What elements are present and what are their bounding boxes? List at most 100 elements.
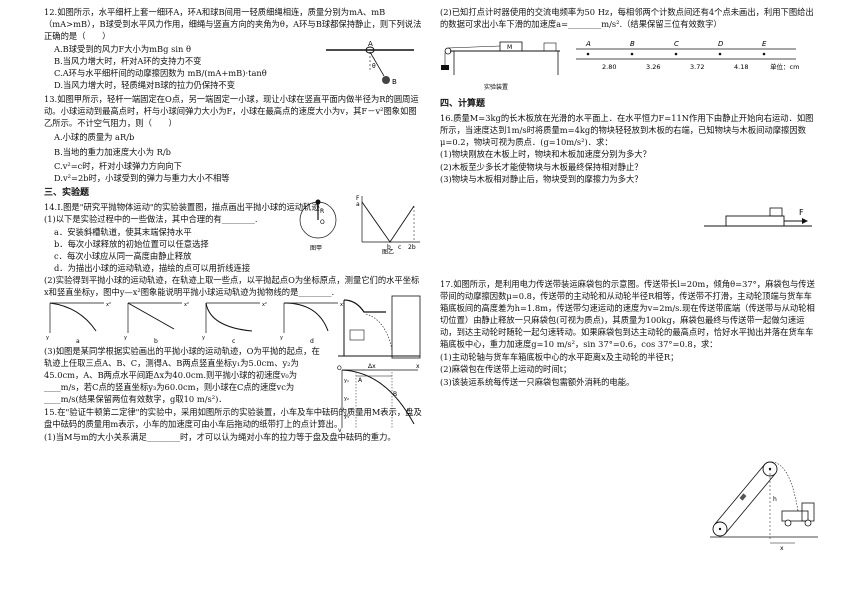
q14-traj-dx: Δx (368, 363, 376, 370)
q16-sub3: (3)物块与木板相对静止后，物块受到的摩擦力为多大？ (440, 174, 643, 185)
q15-apparatus-and-tape: M 实验装置 A B C D E 2.80 3.26 3.72 4.18 单位：cm (441, 40, 799, 91)
section-4-heading: 四、计算题 (440, 98, 486, 109)
q13-label-2b: 2b (408, 244, 416, 251)
q17-sub2: (2)麻袋包在传送带上运动的时间t； (440, 364, 572, 375)
q12-option-b: B.当风力增大时，杆对A环的支持力不变 (54, 55, 202, 66)
tape-spacing-1: 3.26 (646, 63, 660, 71)
q15-sub1: (1)当M与m的大小关系满足________时，才可以认为绳对小车的拉力等于盘及… (44, 431, 396, 442)
q16-stem: 16.质量M=3kg的长木板放在光滑的水平面上．在水平恒力F=11N作用下由静止… (440, 112, 814, 147)
q13-figure: O R 图甲 F a b c 2b 图乙 (299, 195, 420, 254)
q14-graph-d-y: y (280, 335, 283, 341)
tape-unit: 单位：cm (770, 62, 799, 71)
q15-tape-marks: A B C D E 2.80 3.26 3.72 4.18 单位：cm (585, 40, 799, 71)
q14-traj-y3: y₃ (344, 414, 349, 420)
q17-stem: 17.如图所示，是利用电力传送带装运麻袋包的示意图。传送带长l=20m，倾角θ=… (440, 278, 815, 350)
q14-traj-y2: y₂ (344, 396, 349, 402)
q14-stem: 14.Ⅰ.图是"研究平抛物体运动"的实验装置图，描点画出平抛小球的运动轨迹. (44, 202, 323, 212)
tape-point-e (762, 52, 766, 55)
q14-traj-x: x (416, 363, 420, 370)
q12-figure: A B θ (326, 40, 414, 86)
q14-graph-a-y: y (46, 335, 49, 341)
q13-fig-yi: 图乙 (382, 249, 394, 254)
q13-label-b: b (387, 244, 391, 251)
q13-option-a: A.小球的质量为 aR/b (54, 131, 135, 142)
tape-point-label-c: C (674, 40, 679, 48)
q12-label-a: A (368, 40, 373, 48)
q14-graph-b-y: y (124, 335, 127, 341)
q14-apparatus-figure (338, 295, 421, 359)
q14-graph-c-x: x² (262, 302, 267, 308)
q13-label-r: R (320, 208, 324, 215)
q14-traj-a: A (358, 377, 363, 384)
q14-sub1-option-c: c．每次小球应从同一高度由静止释放 (54, 251, 192, 262)
question-14: 14.Ⅰ.图是"研究平抛物体运动"的实验装置图，描点画出平抛小球的运动轨迹. (… (44, 201, 422, 405)
tape-point-label-a: A (585, 40, 591, 48)
question-17: 17.如图所示，是利用电力传送带装运麻袋包的示意图。传送带长l=20m，倾角θ=… (440, 278, 818, 388)
right-column: (2)已知打点计时器使用的交流电频率为50 Hz，每相邻两个计数点间还有4个点未… (440, 6, 818, 551)
q14-sub2: (2)实验得到平抛小球的运动轨迹，在轨迹上取一些点，以平抛起点O为坐标原点，测量… (44, 275, 420, 298)
q12-option-d: D.当风力增大时，轻质绳对B球的拉力仍保持不变 (54, 79, 236, 90)
tape-point-d (718, 52, 722, 55)
question-13: 13.如图甲所示，轻杆一端固定在O点，另一端固定一小球，现让小球在竖直平面内做半… (44, 93, 422, 184)
q14-graph-c-y: y (202, 335, 205, 341)
q15-paper-tape (576, 48, 796, 59)
q14-graph-d-x: x² (340, 302, 344, 308)
q14-graph-a-x: x² (106, 302, 111, 308)
question-16: 16.质量M=3kg的长木板放在光滑的水平面上．在水平恒力F=11N作用下由静止… (440, 112, 818, 186)
q16-sub2: (2)木板至少多长才能使物块与木板最终保持相对静止？ (440, 161, 643, 172)
q12-label-theta: θ (372, 63, 376, 70)
q13-label-a: a (356, 201, 360, 208)
q14-graph-a: x² y a (46, 302, 111, 345)
tape-point-c (674, 52, 678, 55)
q14-sub1-option-a: a．安装斜槽轨道，使其末端保持水平 (54, 226, 192, 237)
q14-trajectory-figure: O Δx A B C x y y₁ y₂ y₃ (337, 363, 420, 432)
tape-point-label-d: D (718, 40, 724, 48)
q16-label-f: F (799, 208, 804, 217)
q14-graphs: x² y a x² y b x² y c (46, 302, 344, 345)
q13-stem: 13.如图甲所示，轻杆一端固定在O点，另一端固定一小球，现让小球在竖直平面内做半… (44, 94, 419, 129)
tape-spacing-2: 3.72 (690, 63, 704, 71)
tape-point-a (586, 52, 590, 55)
q15-stem: 15.在"验证牛顿第二定律"的实验中，采用如图所示的实验装置，小车及车中砝码的质… (44, 407, 422, 430)
q14-traj-o: O (337, 365, 342, 372)
q14-traj-b: B (393, 391, 397, 398)
tape-spacing-0: 2.80 (602, 63, 616, 71)
q16-sub1: (1)物块刚放在木板上时，物块和木板加速度分别为多大？ (440, 149, 651, 160)
q14-graph-d: x² y d (280, 302, 344, 345)
tape-point-label-e: E (762, 40, 767, 48)
tape-point-label-b: B (630, 40, 635, 48)
q17-label-h: h (773, 496, 777, 503)
left-column: 12.如图所示，水平细杆上套一细环A，环A和球B间用一轻质细绳相连，质量分别为m… (44, 6, 422, 443)
q12-option-c: C.A环与水平细杆间的动摩擦因数为 mB/(mA+mB)·tanθ (54, 67, 267, 78)
q13-option-d: D.v²=2b时，小球受到的弹力与重力大小不相等 (54, 172, 230, 183)
q15-apparatus-label: 实验装置 (484, 83, 508, 91)
q13-fig-jia: 图甲 (310, 245, 322, 252)
tape-point-b (630, 52, 634, 55)
q13-option-b: B.当地的重力加速度大小为 R/b (54, 146, 171, 157)
q15-sub2: (2)已知打点计时器使用的交流电频率为50 Hz，每相邻两个计数点间还有4个点未… (440, 7, 814, 30)
q12-option-a: A.B球受到的风力F大小为mBg sin θ (54, 43, 191, 54)
tape-spacing-3: 4.18 (734, 63, 748, 71)
q14-traj-c: C (406, 409, 410, 416)
q14-sub1-option-b: b．每次小球释放的初始位置可以任意选择 (54, 239, 209, 250)
q12-stem: 12.如图所示，水平细杆上套一细环A，环A和球B间用一轻质细绳相连，质量分别为m… (44, 7, 422, 42)
q14-sub1: (1)以下是实验过程中的一些做法，其中合理的有________. (44, 214, 258, 225)
q14-traj-y: y (338, 427, 342, 432)
q14-sub3: (3)如图是某同学根据实验画出的平抛小球的运动轨迹，O为平抛的起点，在轨迹上任取… (44, 345, 320, 405)
q13-label-f: F (356, 195, 360, 202)
q13-label-c: c (398, 244, 401, 251)
q14-graph-c: x² y c (202, 302, 267, 345)
q14-graph-b: x² y b (124, 302, 189, 345)
q17-figure: x h (710, 461, 818, 551)
q17-sub3: (3)该装运系统每传送一只麻袋包需额外消耗的电能。 (440, 376, 635, 387)
q14-graph-c-letter: c (232, 338, 235, 345)
q14-graph-b-letter: b (154, 338, 158, 345)
q16-figure: F (704, 207, 812, 227)
q17-label-x: x (780, 545, 784, 551)
q14-traj-y1: y₁ (344, 378, 349, 384)
q12-label-b: B (392, 78, 397, 86)
q14-graph-b-x: x² (184, 302, 189, 308)
question-12: 12.如图所示，水平细杆上套一细环A，环A和球B间用一轻质细绳相连，质量分别为m… (44, 6, 422, 91)
q13-label-o: O (320, 219, 325, 226)
q15-apparatus: M 实验装置 (441, 41, 560, 91)
